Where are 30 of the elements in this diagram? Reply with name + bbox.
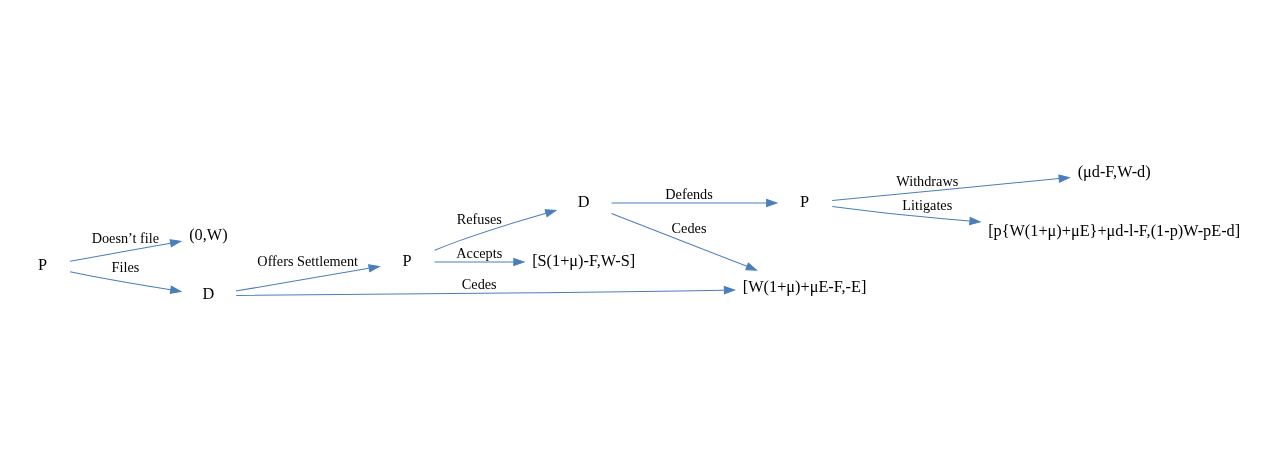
- edge-label: Withdraws: [896, 172, 959, 189]
- edge-label: Offers Settlement: [257, 253, 359, 270]
- edge-label: Defends: [665, 186, 713, 203]
- node-text: P: [800, 191, 810, 211]
- arrow: [831, 174, 1071, 201]
- node-text: P: [37, 254, 47, 274]
- node-text: [S(1+μ)-F,W-S]: [532, 250, 636, 270]
- edge-label: Refuses: [456, 210, 502, 227]
- edge-label: Doesn’t file: [91, 229, 160, 246]
- edge-label: Files: [111, 259, 140, 276]
- arrow: [434, 257, 526, 267]
- node-text: P: [402, 250, 412, 270]
- node-text: [W(1+μ)+μE-F,-E]: [742, 277, 867, 297]
- arrow: [235, 285, 737, 296]
- arrow: [235, 264, 381, 292]
- node-text: D: [202, 284, 215, 304]
- node-text: (μd-F,W-d): [1077, 162, 1151, 182]
- arrow: [434, 209, 558, 251]
- edge-label: Cedes: [461, 275, 497, 292]
- arrow: [831, 206, 982, 226]
- arrow: [611, 198, 779, 208]
- arrow: [611, 212, 758, 271]
- node-text: D: [577, 191, 590, 211]
- edge-label: Litigates: [902, 197, 953, 214]
- arrow: [69, 271, 183, 294]
- node-text: (0,W): [189, 225, 228, 245]
- arrow: [69, 239, 183, 262]
- node-text: [p{W(1+μ)+μE}+μd-l-F,(1-p)W-pE-d]: [988, 221, 1241, 241]
- edge-label: Cedes: [671, 219, 707, 236]
- edge-label: Accepts: [456, 245, 503, 262]
